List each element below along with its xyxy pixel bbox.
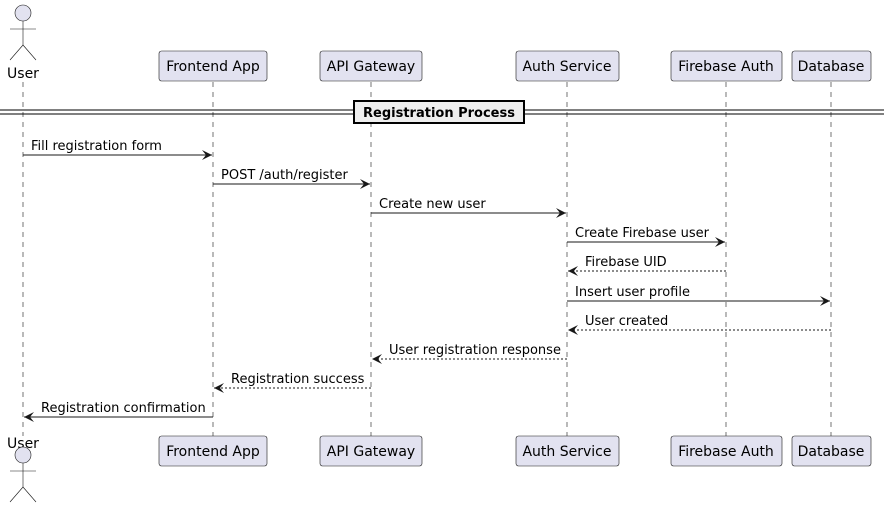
message-label-10: Registration confirmation xyxy=(41,401,206,416)
message-label-5: Firebase UID xyxy=(585,255,667,270)
participant-box-auth-bottom xyxy=(515,435,620,467)
participant-label-firebase-bottom: Firebase Auth xyxy=(678,444,774,460)
message-label-1: Fill registration form xyxy=(31,139,162,154)
message-label-2: POST /auth/register xyxy=(221,168,348,183)
participant-label-auth-top: Auth Service xyxy=(522,59,611,75)
participant-label-auth-bottom: Auth Service xyxy=(522,444,611,460)
actor-figure-bottom-leg-left xyxy=(9,486,24,503)
message-label-6: Insert user profile xyxy=(575,285,690,300)
participant-label-gateway-top: API Gateway xyxy=(327,59,415,75)
message-label-9: Registration success xyxy=(231,372,365,387)
actor-figure-bottom-leg-right xyxy=(22,486,37,503)
divider-label: Registration Process xyxy=(363,106,515,121)
message-label-3: Create new user xyxy=(379,197,486,212)
participant-label-user-top: User xyxy=(7,66,39,82)
participant-label-gateway-bottom: API Gateway xyxy=(327,444,415,460)
message-label-7: User created xyxy=(585,314,668,329)
message-label-8: User registration response xyxy=(389,343,561,358)
participant-box-firebase-bottom xyxy=(670,435,783,467)
participant-box-gateway-top xyxy=(319,50,423,82)
participant-box-database-bottom xyxy=(791,435,872,467)
participant-label-database-bottom: Database xyxy=(798,444,865,460)
participant-label-database-top: Database xyxy=(798,59,865,75)
participant-box-firebase-top xyxy=(670,50,783,82)
message-label-4: Create Firebase user xyxy=(575,226,710,241)
participant-box-auth-top xyxy=(515,50,620,82)
participant-box-frontend-top xyxy=(158,50,268,82)
actor-figure-top-leg-right xyxy=(22,44,37,61)
participant-box-frontend-bottom xyxy=(158,435,268,467)
actor-figure-bottom-head xyxy=(14,446,32,464)
divider-box xyxy=(353,100,525,124)
participant-box-gateway-bottom xyxy=(319,435,423,467)
participant-label-user-bottom: User xyxy=(7,436,39,452)
participant-label-frontend-top: Frontend App xyxy=(166,59,260,75)
actor-figure-top-leg-left xyxy=(9,44,24,61)
participant-label-firebase-top: Firebase Auth xyxy=(678,59,774,75)
participant-box-database-top xyxy=(791,50,872,82)
actor-figure-top-head xyxy=(14,4,32,22)
participant-label-frontend-bottom: Frontend App xyxy=(166,444,260,460)
